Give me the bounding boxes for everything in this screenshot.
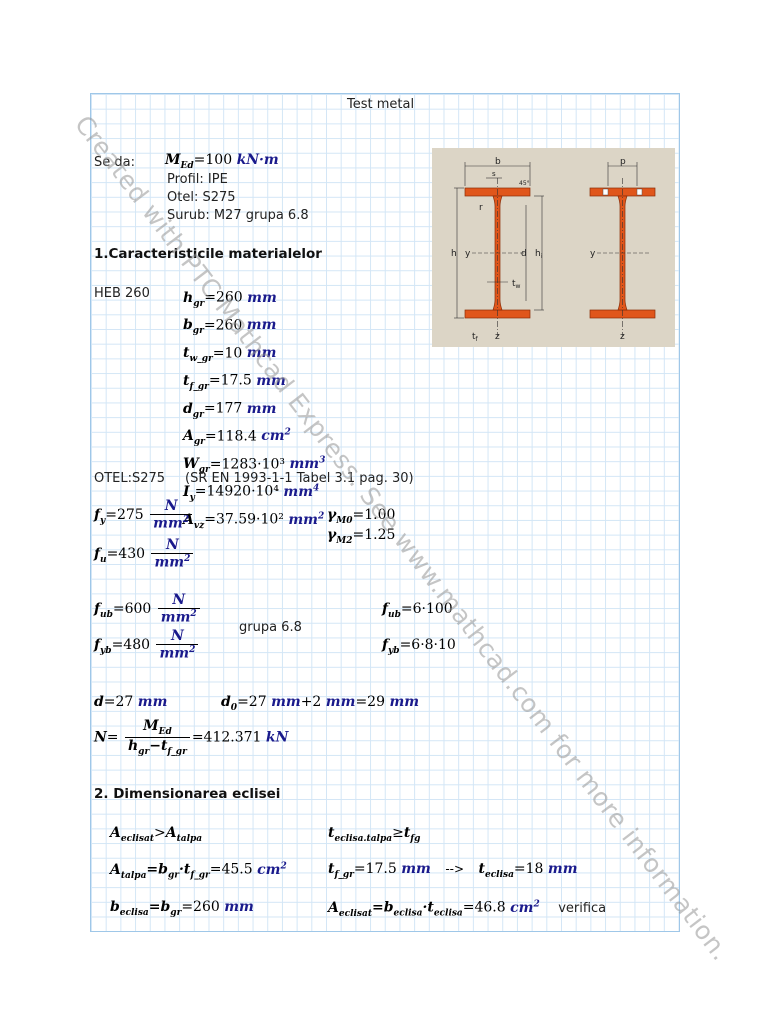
page-title: Test metal [347,97,415,112]
med-equation: MEd=100 kN·m [165,152,279,171]
label-y-left: y [465,249,471,259]
property-row: hgr=260 mm [183,289,277,309]
label-hi: hi [535,249,543,260]
bolt-group-label: grupa 6.8 [239,620,302,635]
given-label: Se da: [94,155,135,170]
label-b: b [495,157,501,167]
steel-reference: (SR EN 1993-1-1 Tabel 3.1 pag. 30) [185,471,414,486]
label-y-right: y [590,249,596,259]
property-row: tf_gr=17.5 mm [183,372,286,392]
eclisa-width-equation: beclisa=bgr=260 mm [110,899,254,918]
property-row: Wgr=1283·10³ mm3 [183,455,326,475]
profile-name: HEB 260 [94,286,150,301]
label-z-right: z [620,332,625,342]
eclisa-area-condition: Aeclisat>Atalpa [110,825,203,844]
eclisa-area-equation: Aeclisat=beclisa·teclisa=46.8 cm2 verifi… [328,899,607,919]
med-unit: kN·m [236,152,279,168]
section2-heading: 2. Dimensionarea eclisei [94,786,281,802]
property-row: Iy=14920·10⁴ mm4 [183,483,320,503]
fub-value-equation: fub=6·100 [382,601,453,620]
n-equation: N= MEd hgr−tf_gr =412.371 kN [94,718,289,757]
gamma-m2-equation: γM2=1.25 [327,527,396,546]
d0-equation: d0=27 mm+2 mm=29 mm [221,694,420,713]
label-p: p [620,157,626,167]
flange-thickness-equation: tf_gr=17.5 mm --> teclisa=18 mm [328,861,578,880]
label-tf: tf [472,332,479,343]
props-list: hgr=260 mm bgr=260 mm tw_gr=10 mm tf_gr=17.… [183,285,325,535]
property-row: Avz=37.59·10² mm2 [183,511,325,531]
eclisa-thickness-condition: teclisa.talpa≥tfg [328,825,421,844]
label-45: 45° [519,180,530,187]
label-d: d [521,249,527,259]
property-row: dgr=177 mm [183,400,277,420]
verify-note: verifica [558,900,607,916]
label-r: r [479,203,483,213]
steel-grade-label: OTEL:S275 [94,471,166,486]
label-s: s [492,170,496,178]
d-equation: d=27 mm [94,694,168,710]
steel-line: Otel: S275 [167,190,236,205]
fyb-value-equation: fyb=6·8·10 [382,637,456,656]
label-h: h [451,249,457,259]
property-row: Agr=118.4 cm2 [183,427,291,448]
section1-heading: 1.Caracteristicile materialelor [94,246,322,262]
gamma-m0-equation: γM0=1.00 [327,507,396,526]
ipe-profile-figure: b s 45° r h d hi y tw tf z p y z [432,148,675,347]
flange-area-equation: Atalpa=bgr·tf_gr=45.5 cm2 [110,861,287,881]
label-z-left: z [495,332,500,342]
ipe-profile-diagram: b s 45° r h d hi y tw tf z p y z [451,157,656,343]
property-row: bgr=260 mm [183,317,277,337]
med-value: =100 [193,152,233,168]
property-row: tw_gr=10 mm [183,345,277,364]
bolt-line: Surub: M27 grupa 6.8 [167,208,309,223]
label-tw: tw [512,279,521,290]
profile-line: Profil: IPE [167,172,228,187]
